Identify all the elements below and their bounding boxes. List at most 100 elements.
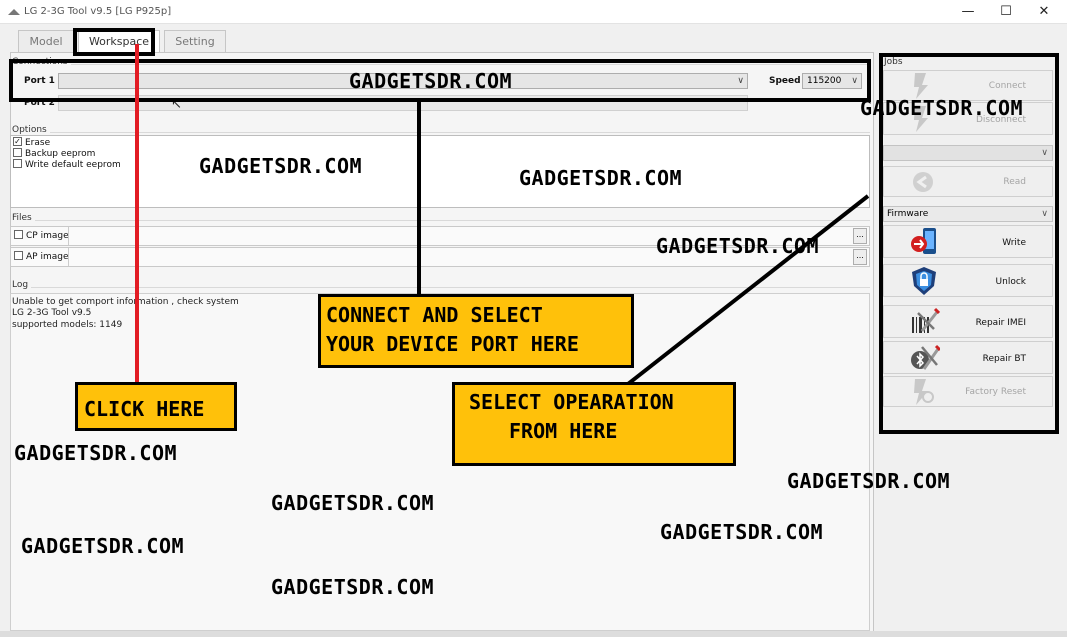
chevron-down-icon: ∨: [1041, 209, 1048, 219]
watermark: GADGETSDR.COM: [199, 154, 363, 178]
write-default-eeprom-label: Write default eeprom: [25, 160, 121, 170]
divider: [68, 248, 69, 266]
watermark: GADGETSDR.COM: [349, 69, 513, 93]
disconnect-label: Disconnect: [976, 115, 1026, 125]
factory-reset-icon: [914, 379, 934, 405]
app-icon: [8, 9, 20, 15]
select-callout-line2: FROM HERE: [509, 419, 618, 443]
speed-select[interactable]: 115200 ∨: [802, 73, 862, 89]
window-title: LG 2-3G Tool v9.5 [LG P925p]: [24, 6, 172, 17]
log-line: LG 2-3G Tool v9.5: [12, 308, 92, 318]
port1-select[interactable]: ∨: [58, 73, 748, 89]
phone-write-icon: [911, 228, 936, 254]
watermark: GADGETSDR.COM: [21, 534, 185, 558]
factory-reset-label: Factory Reset: [965, 387, 1026, 397]
watermark: GADGETSDR.COM: [519, 166, 683, 190]
checkbox-box: [13, 159, 22, 168]
jobs-highlight-box: [879, 53, 1059, 434]
log-label: Log: [12, 280, 32, 290]
files-label: Files: [12, 213, 35, 223]
log-group: Log: [12, 280, 870, 290]
log-line: supported models: 1149: [12, 320, 123, 330]
connect-button[interactable]: Connect: [883, 70, 1053, 101]
read-label: Read: [1003, 177, 1026, 187]
click-here-text: CLICK HERE: [84, 397, 205, 421]
speed-label: Speed: [769, 76, 801, 86]
watermark: GADGETSDR.COM: [656, 234, 820, 258]
bottom-edge: [0, 631, 1067, 637]
jobs-label: Jobs: [884, 57, 903, 67]
tab-model[interactable]: Model: [18, 30, 74, 52]
shield-lock-icon: [912, 267, 936, 295]
repair-bt-button[interactable]: Repair BT: [883, 341, 1053, 374]
close-button[interactable]: ✕: [1038, 4, 1050, 19]
click-here-callout: CLICK HERE: [75, 382, 237, 431]
chevron-down-icon: ∨: [737, 76, 744, 86]
backup-eeprom-label: Backup eeprom: [25, 149, 96, 159]
chevron-down-icon: ∨: [1041, 148, 1048, 158]
checkbox-box: [13, 148, 22, 157]
port-highlight-box: [9, 59, 871, 102]
cp-image-browse-button[interactable]: ...: [853, 228, 867, 244]
watermark: GADGETSDR.COM: [660, 520, 824, 544]
tab-setting[interactable]: Setting: [164, 30, 226, 52]
ap-image-browse-button[interactable]: ...: [853, 249, 867, 265]
write-button[interactable]: Write: [883, 225, 1053, 258]
files-group: Files: [12, 213, 870, 223]
cp-image-checkbox[interactable]: CP image: [14, 230, 69, 242]
connect-label: Connect: [988, 81, 1026, 91]
maximize-button[interactable]: ☐: [1000, 4, 1012, 19]
port2-label: Port 2: [24, 98, 55, 108]
checkbox-box: [14, 230, 23, 239]
connect-callout-line2: YOUR DEVICE PORT HERE: [326, 332, 579, 356]
chevron-down-icon: ∨: [851, 76, 858, 86]
checkbox-box: [14, 251, 23, 260]
bluetooth-tools-icon: [911, 344, 940, 370]
options-group: Options: [12, 125, 870, 135]
check-icon: ✓: [13, 137, 22, 146]
erase-checkbox[interactable]: ✓Erase: [13, 137, 51, 149]
title-bar: LG 2-3G Tool v9.5 [LG P925p] — ☐ ✕: [0, 0, 1067, 24]
ap-image-row: AP image ...: [10, 247, 870, 267]
read-button[interactable]: Read: [883, 166, 1053, 197]
select-operation-callout: SELECT OPEARATION FROM HERE: [452, 382, 736, 466]
repair-imei-label: Repair IMEI: [975, 318, 1026, 328]
ap-image-label: AP image: [26, 252, 69, 262]
ap-image-checkbox[interactable]: AP image: [14, 251, 69, 263]
repair-bt-label: Repair BT: [982, 354, 1026, 364]
options-label: Options: [12, 125, 50, 135]
options-box: [10, 135, 870, 208]
operation-pointer-line: [626, 194, 870, 386]
operation-dropdown[interactable]: Firmware ∨: [883, 206, 1053, 222]
speed-value: 115200: [807, 76, 842, 86]
port1-label: Port 1: [24, 76, 55, 86]
factory-reset-button[interactable]: Factory Reset: [883, 376, 1053, 407]
watermark: GADGETSDR.COM: [14, 441, 178, 465]
write-label: Write: [1002, 238, 1026, 248]
watermark: GADGETSDR.COM: [271, 575, 435, 599]
log-line: Unable to get comport information , chec…: [12, 297, 239, 307]
repair-imei-button[interactable]: Repair IMEI: [883, 305, 1053, 338]
cp-image-label: CP image: [26, 231, 69, 241]
disconnect-button[interactable]: Disconnect: [883, 102, 1053, 135]
read-type-dropdown[interactable]: ∨: [883, 145, 1053, 161]
read-arrow-icon: [913, 172, 933, 192]
cp-image-row: CP image ...: [10, 226, 870, 246]
minimize-button[interactable]: —: [961, 4, 975, 19]
divider: [68, 227, 69, 245]
plug-icon: [914, 73, 928, 99]
backup-eeprom-checkbox[interactable]: Backup eeprom: [13, 148, 96, 160]
connect-callout-line1: CONNECT AND SELECT: [326, 303, 543, 327]
watermark: GADGETSDR.COM: [271, 491, 435, 515]
operation-value: Firmware: [887, 209, 929, 219]
watermark: GADGETSDR.COM: [787, 469, 951, 493]
write-default-eeprom-checkbox[interactable]: Write default eeprom: [13, 159, 121, 171]
workspace-highlight-box: [73, 28, 155, 56]
mouse-cursor-icon: ↖: [171, 97, 182, 112]
barcode-tools-icon: [912, 307, 940, 333]
erase-label: Erase: [25, 138, 51, 148]
connect-port-callout: CONNECT AND SELECT YOUR DEVICE PORT HERE: [318, 294, 634, 368]
unlock-button[interactable]: Unlock: [883, 264, 1053, 297]
unplug-icon: [914, 106, 928, 132]
